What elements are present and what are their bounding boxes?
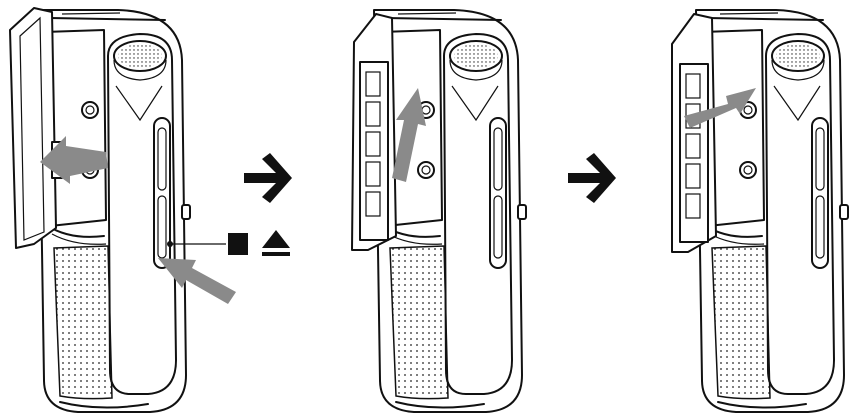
push-cassette-arrow — [684, 88, 756, 128]
insert-cassette-arrow — [392, 88, 426, 182]
cassette-lid-open — [9, 7, 57, 249]
cassette — [359, 61, 389, 241]
stop-icon — [228, 233, 248, 255]
step-2-panel — [351, 9, 527, 413]
eject-icon — [262, 230, 290, 256]
step-3-panel — [671, 9, 849, 413]
open-lid-arrow — [40, 136, 108, 184]
right-arrow-icon — [244, 153, 292, 203]
step-1-panel — [9, 7, 290, 413]
cassette — [679, 63, 709, 243]
press-button-arrow — [158, 258, 236, 304]
right-arrow-icon — [568, 153, 616, 203]
